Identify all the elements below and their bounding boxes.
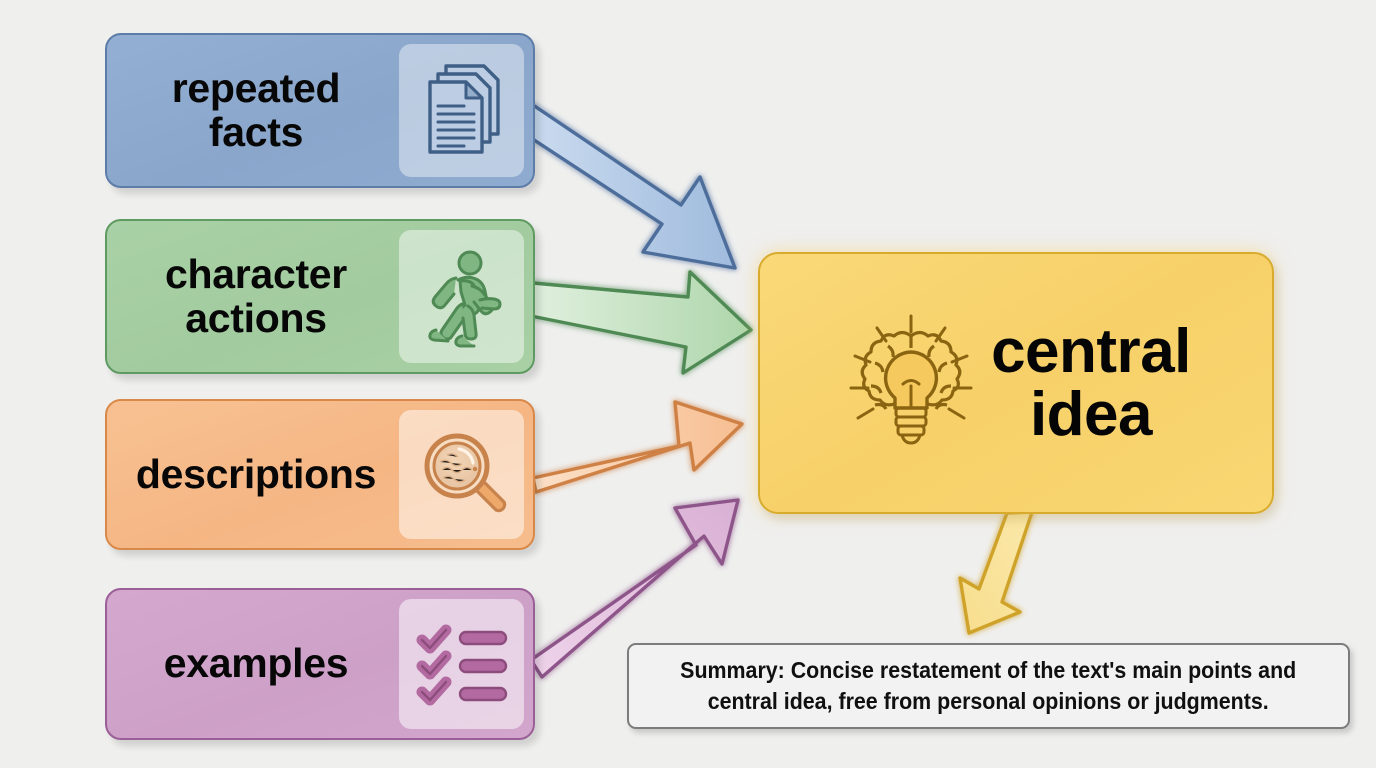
stacked-documents-icon xyxy=(427,64,500,154)
lightbulb-brain-icon xyxy=(849,314,973,445)
source-box-examples[interactable]: examples xyxy=(105,588,535,740)
source-box-label-descriptions: descriptions xyxy=(135,450,377,497)
magnifying-glass-icon xyxy=(424,433,506,513)
icon-pane-descriptions xyxy=(399,410,524,539)
icon-pane-repeated-facts xyxy=(399,44,524,177)
icon-pane-character-actions xyxy=(399,230,524,363)
summary-box[interactable]: Summary: Concise restatement of the text… xyxy=(627,643,1350,729)
source-box-descriptions[interactable]: descriptions xyxy=(105,399,535,550)
summary-text: Summary: Concise restatement of the text… xyxy=(680,655,1296,717)
arrow-character-actions-to-central-idea xyxy=(529,270,753,375)
arrow-repeated-facts-to-central-idea xyxy=(520,103,737,270)
icon-pane-examples xyxy=(399,599,524,729)
arrow-central-idea-to-summary xyxy=(958,510,1034,635)
summary-line-1: Summary: Concise restatement of the text… xyxy=(680,656,1297,683)
arrow-descriptions-to-central-idea xyxy=(531,400,744,494)
source-box-label-examples: examples xyxy=(163,640,349,687)
running-person-icon xyxy=(427,250,501,348)
checklist-icon xyxy=(416,624,507,706)
summary-line-2: central idea, free from personal opinion… xyxy=(707,688,1269,714)
